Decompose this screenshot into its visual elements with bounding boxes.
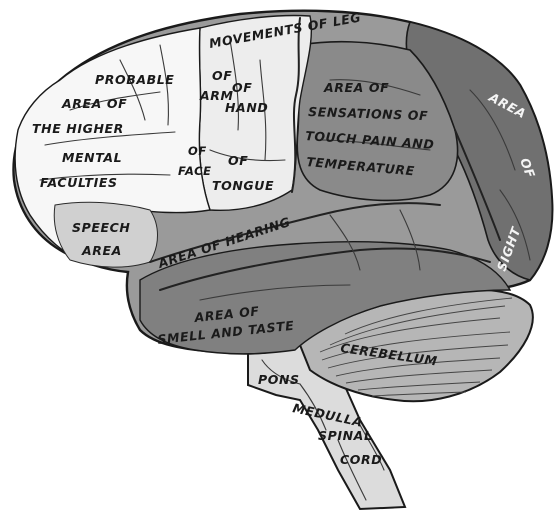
label-cord: CORD: [340, 452, 382, 467]
label-faculties: FACULTIES: [40, 175, 118, 190]
gyri-folds: [39, 39, 531, 301]
cerebellum-folia: [319, 297, 513, 397]
label-sensations-of: SENSATIONS OF: [308, 104, 429, 123]
label-tongue: TONGUE: [212, 178, 274, 193]
label-pons: PONS: [258, 372, 300, 387]
label-hand: HAND: [225, 100, 268, 115]
label-arm: ARM: [199, 88, 234, 103]
label-the-higher: THE HIGHER: [32, 121, 124, 136]
label-mental: MENTAL: [62, 150, 122, 165]
label-of-face: OF: [188, 144, 207, 158]
label-of-hand: OF: [232, 80, 252, 95]
label-area-of-sensations: AREA OF: [323, 80, 389, 95]
label-face: FACE: [178, 164, 212, 178]
label-spinal: SPINAL: [318, 428, 373, 443]
label-probable: PROBABLE: [95, 72, 174, 87]
label-of-sight: OF: [517, 156, 538, 180]
label-speech-area: AREA: [81, 243, 122, 258]
label-area-of-higher: AREA OF: [61, 96, 127, 111]
central-sulcus: [291, 17, 301, 193]
label-area-of-smell: AREA OF: [193, 303, 260, 325]
label-of-arm: OF: [212, 68, 232, 83]
lateral-sulcus: [149, 202, 441, 263]
label-speech: SPEECH: [72, 220, 130, 235]
label-of-tongue: OF: [228, 153, 248, 168]
